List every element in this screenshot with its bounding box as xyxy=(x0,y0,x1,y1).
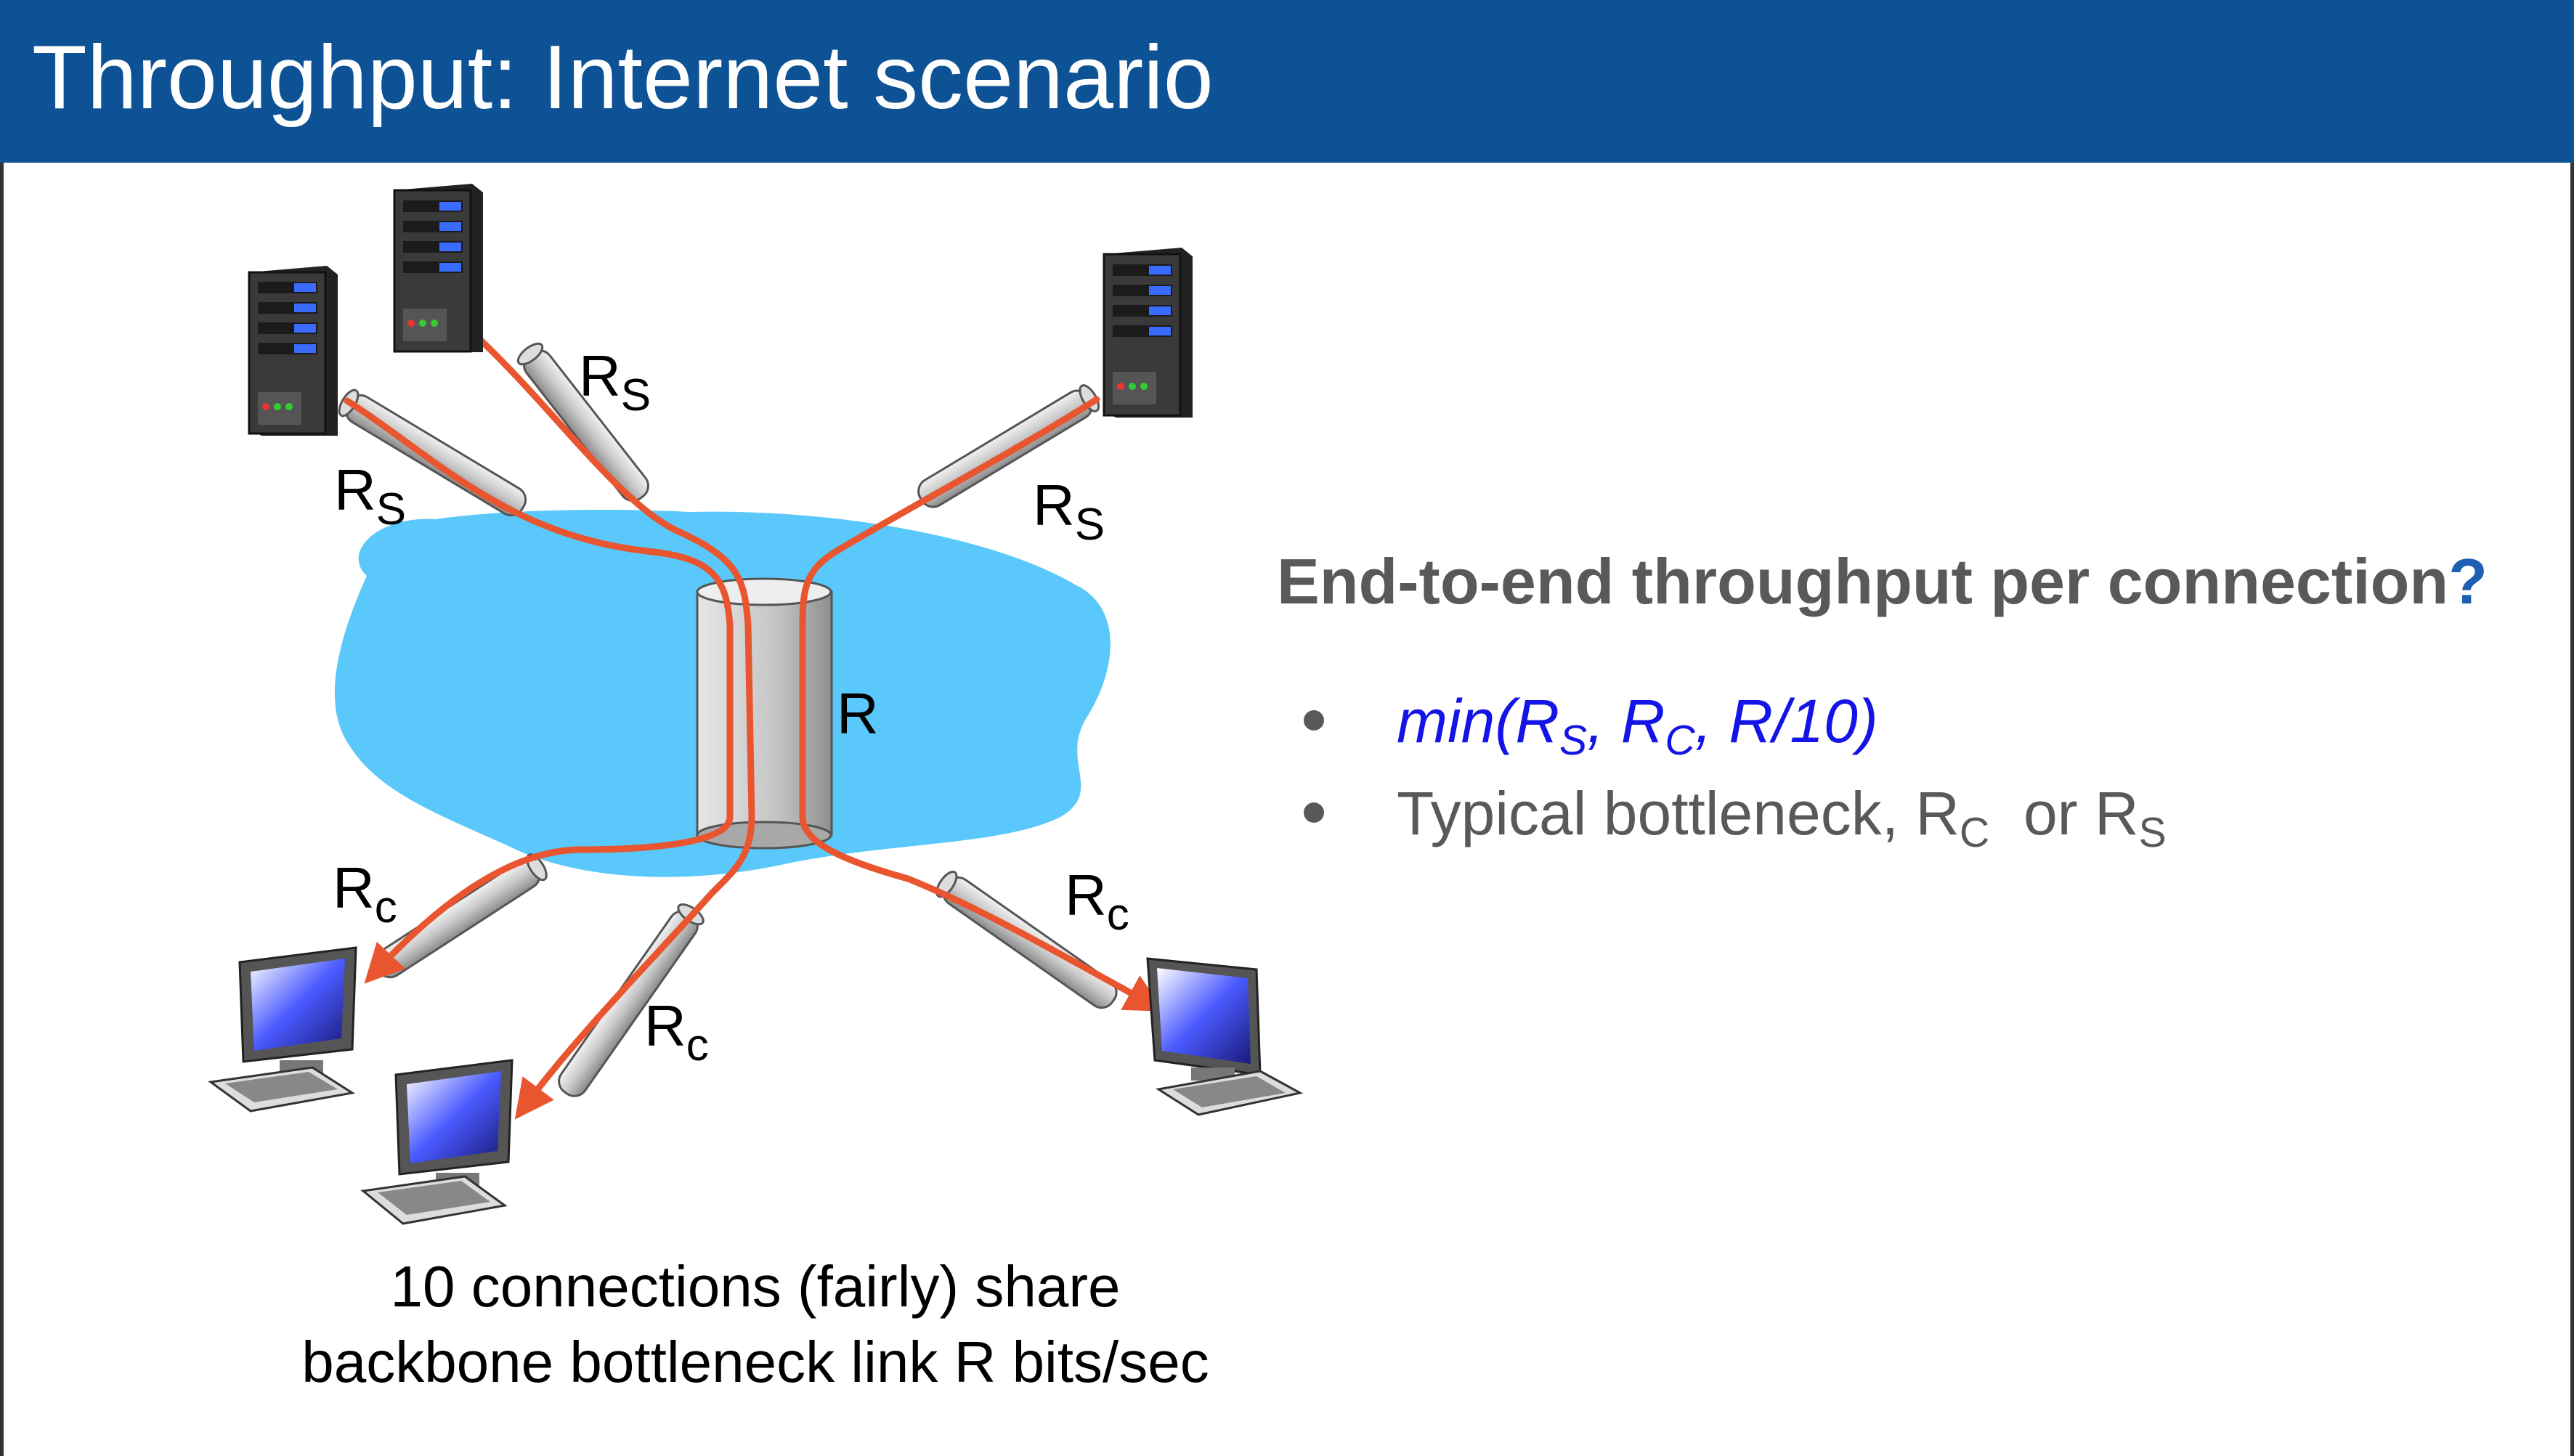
bullet-min-formula: min(RS, RC, R/10) xyxy=(1304,686,1878,762)
backbone-link-cylinder xyxy=(696,577,833,850)
question-mark: ? xyxy=(2448,545,2488,617)
client-rate-label-2: Rc xyxy=(644,993,709,1070)
server-rate-label-1: RS xyxy=(334,457,406,534)
flow-server-2 xyxy=(472,332,755,1120)
server-link-pipe-2 xyxy=(516,342,649,503)
caption-line-2: backbone bottleneck link R bits/sec xyxy=(301,1330,1209,1394)
slide-border-right xyxy=(2570,163,2574,1456)
client-rate-label-3: Rc xyxy=(1065,863,1129,940)
question-text: End-to-end throughput per connection xyxy=(1277,545,2449,617)
computer-icon-3 xyxy=(1146,957,1304,1116)
server-icon-1 xyxy=(248,266,338,436)
backbone-rate-label: R xyxy=(837,681,879,746)
bullet-typical-bottleneck: Typical bottleneck, RC or RS xyxy=(1304,778,2167,854)
client-rate-label-1: Rc xyxy=(333,855,397,932)
computer-icon-1 xyxy=(208,946,357,1113)
server-rate-label-2: RS xyxy=(579,343,651,420)
page-title: Throughput: Internet scenario xyxy=(32,28,1214,128)
client-link-pipe-1 xyxy=(374,853,548,979)
flow-server-1 xyxy=(344,397,734,984)
server-rate-label-3: RS xyxy=(1033,473,1105,550)
title-bar: Throughput: Internet scenario xyxy=(0,0,2574,163)
diagram-caption: 10 connections (fairly) share backbone b… xyxy=(182,1249,1329,1400)
throughput-question: End-to-end throughput per connection? xyxy=(1277,545,2488,619)
server-icon-2 xyxy=(393,184,483,353)
network-diagram: RS RS RS R Rc Rc Rc xyxy=(208,184,1304,1225)
caption-line-1: 10 connections (fairly) share xyxy=(390,1254,1121,1319)
connection-flows xyxy=(344,332,1165,1120)
flow-server-3 xyxy=(799,396,1165,1012)
bullet-dot xyxy=(1304,802,1324,823)
computer-icon-2 xyxy=(360,1059,513,1225)
slide-border-left xyxy=(0,163,4,1456)
bullet-dot xyxy=(1304,709,1324,731)
server-icon-3 xyxy=(1103,248,1193,418)
